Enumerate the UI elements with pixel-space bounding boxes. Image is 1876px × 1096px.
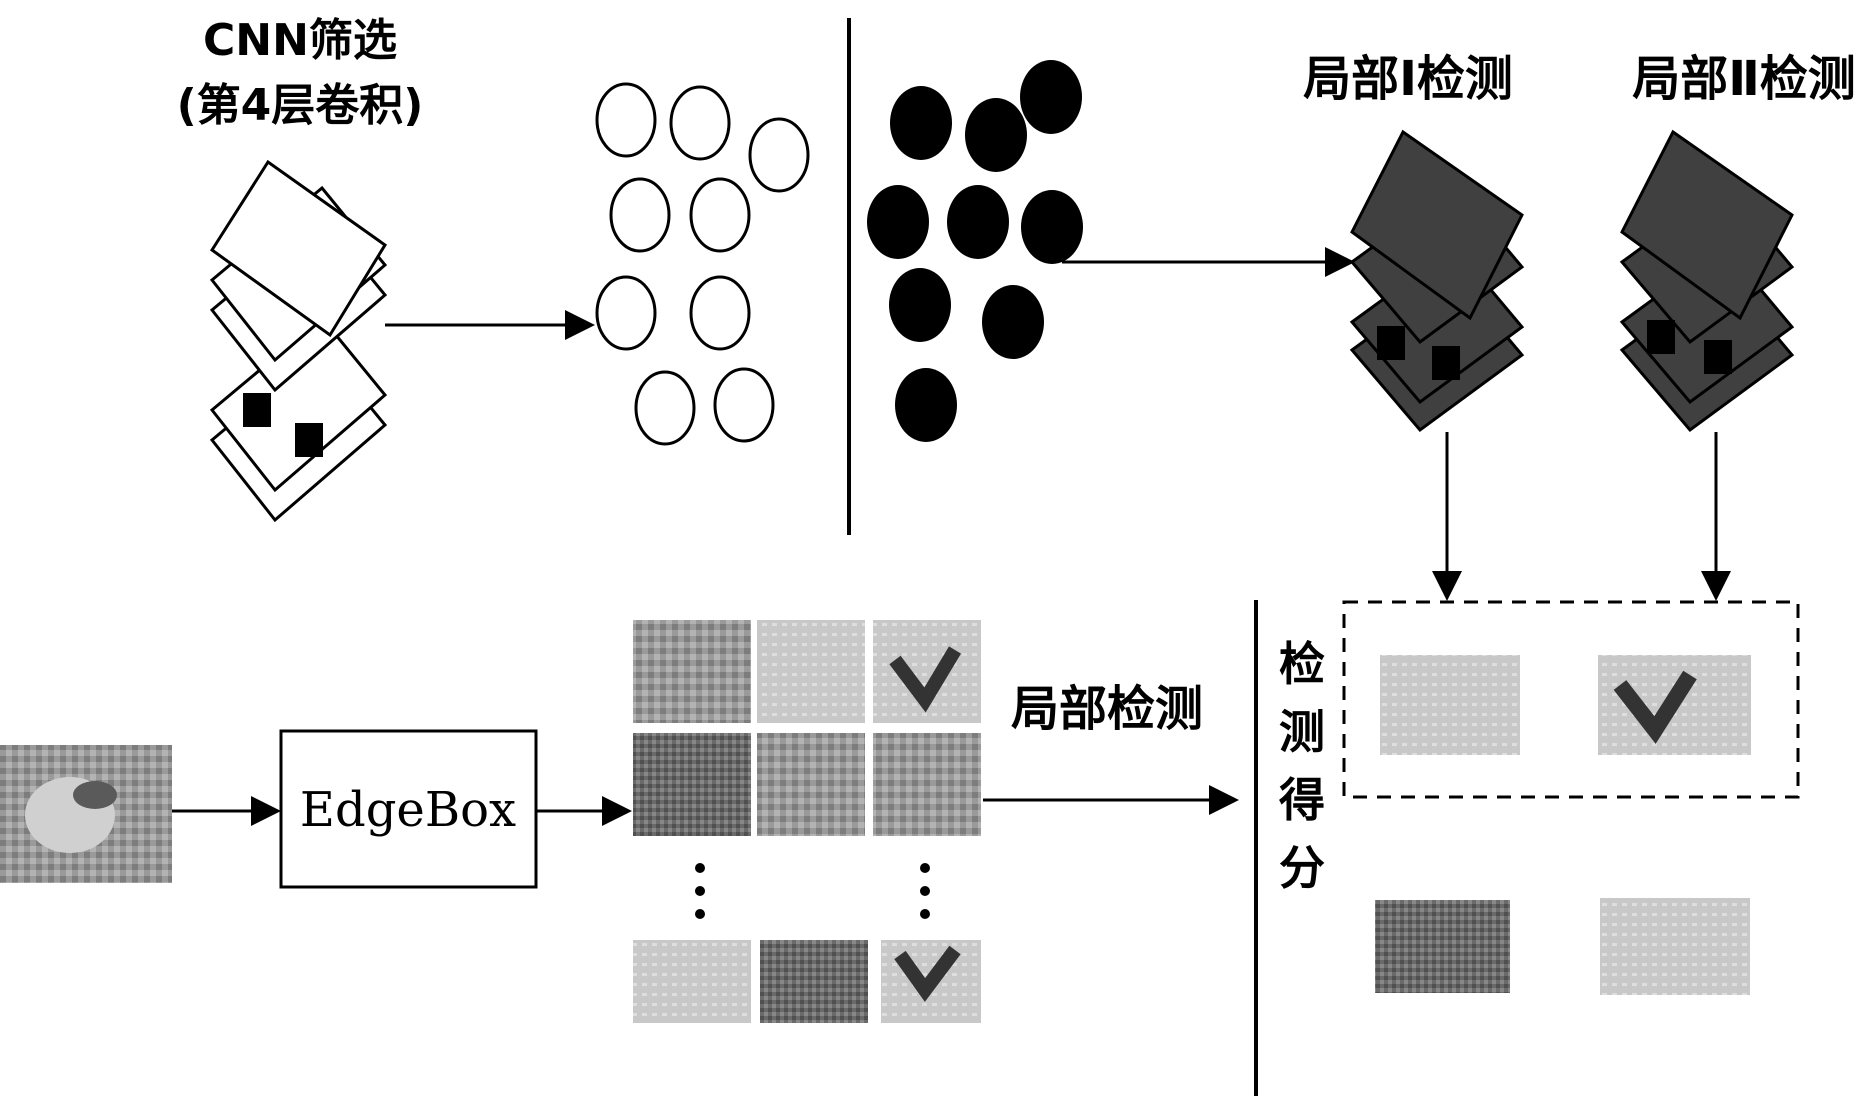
ellipsis-dots — [695, 863, 930, 919]
open-circle — [595, 82, 657, 158]
part1-label: 局部Ⅰ检测 — [1303, 51, 1513, 107]
patch — [633, 940, 751, 1023]
edgebox-label: EdgeBox — [300, 782, 516, 838]
patch — [633, 733, 751, 836]
scored-patch — [1600, 898, 1750, 995]
patch — [760, 940, 868, 1023]
candidate-patch-grid — [633, 620, 981, 1023]
selected-detections-box — [1342, 600, 1800, 799]
open-circle — [609, 177, 671, 253]
open-circle — [689, 275, 751, 351]
dark-plane-top — [1620, 129, 1794, 321]
open-circle-group — [595, 82, 810, 446]
filled-circle — [947, 185, 1009, 259]
cnn-subtitle: (第4层卷积) — [177, 80, 424, 131]
filled-circle-group — [867, 60, 1083, 442]
filled-circle — [889, 268, 951, 342]
filled-circle — [982, 285, 1044, 359]
dark-plane-top — [1350, 129, 1524, 321]
open-circle — [669, 85, 731, 161]
open-circle — [689, 177, 751, 253]
open-circle — [595, 275, 657, 351]
scored-patch — [1380, 655, 1520, 755]
filled-circle — [1021, 190, 1083, 264]
cnn-feature-stack — [209, 159, 388, 523]
filled-circle — [867, 185, 929, 259]
score-char-1: 检 — [1279, 637, 1325, 691]
feature-block — [1432, 346, 1460, 380]
feature-plane-top — [209, 159, 388, 338]
filled-circle — [890, 86, 952, 160]
filled-circle — [895, 368, 957, 442]
feature-block — [1704, 340, 1732, 374]
patch — [757, 733, 865, 836]
feature-block — [295, 423, 323, 457]
open-circle — [634, 370, 696, 446]
scored-patch — [1375, 900, 1510, 993]
feature-block — [1647, 320, 1675, 354]
part2-detector-stack — [1619, 129, 1795, 433]
patch — [757, 620, 865, 723]
score-char-3: 得 — [1279, 773, 1325, 827]
score-char-4: 分 — [1279, 841, 1325, 895]
score-char-2: 测 — [1279, 705, 1325, 759]
scored-patches — [1375, 655, 1751, 995]
open-circle — [748, 117, 810, 193]
open-circle — [713, 367, 775, 443]
part2-label: 局部Ⅱ检测 — [1632, 51, 1856, 107]
patch — [633, 620, 751, 723]
cnn-title: CNN筛选 — [203, 15, 397, 66]
feature-block — [243, 393, 271, 427]
filled-circle — [965, 98, 1027, 172]
part1-detector-stack — [1349, 129, 1525, 433]
filled-circle — [1020, 60, 1082, 134]
local-detect-label: 局部检测 — [1011, 681, 1203, 737]
edgebox-box — [279, 729, 538, 889]
patch — [873, 733, 981, 836]
feature-block — [1377, 326, 1405, 360]
input-image — [0, 745, 172, 883]
